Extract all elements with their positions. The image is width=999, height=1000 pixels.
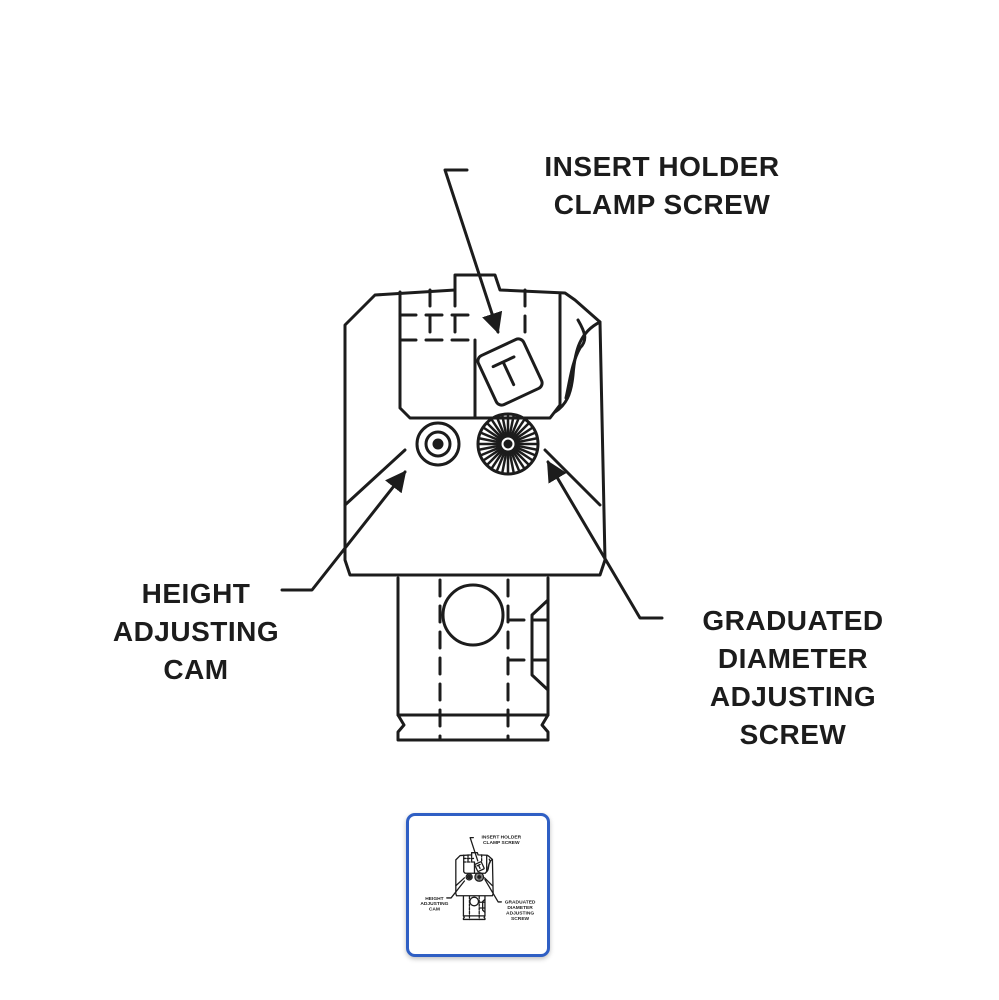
svg-text:INSERT HOLDER: INSERT HOLDER (544, 151, 779, 182)
svg-text:INSERT HOLDER: INSERT HOLDER (481, 834, 521, 840)
insert-pocket-edge-inner (486, 858, 491, 872)
hidden-lines-head (398, 288, 527, 342)
shank (396, 576, 550, 742)
svg-text:ADJUSTING: ADJUSTING (420, 901, 448, 907)
svg-text:CLAMP SCREW: CLAMP SCREW (554, 189, 771, 220)
label-graduated-diameter-adjusting-screw: GRADUATED DIAMETER ADJUSTING SCREW (702, 605, 883, 750)
svg-text:DIAMETER: DIAMETER (718, 643, 868, 674)
svg-text:CLAMP SCREW: CLAMP SCREW (483, 840, 520, 846)
svg-text:ADJUSTING: ADJUSTING (506, 911, 534, 917)
thumbnail-preview: INSERT HOLDER CLAMP SCREW HEIGHT ADJUSTI… (420, 834, 536, 922)
label-height-adjusting-cam: HEIGHT ADJUSTING CAM (113, 578, 279, 685)
insert-holder-clamp-screw (474, 861, 485, 873)
shank-hidden-lines (438, 578, 550, 742)
shank-set-screw (469, 896, 480, 907)
hidden-lines-head (463, 854, 483, 863)
insert-pocket-edge-inner (564, 318, 587, 400)
insert-holder-block (398, 290, 562, 420)
leader-diameter-screw (546, 460, 664, 620)
head-taper (343, 448, 602, 507)
svg-text:HEIGHT: HEIGHT (142, 578, 251, 609)
svg-text:ADJUSTING: ADJUSTING (113, 616, 279, 647)
svg-text:CAM: CAM (163, 654, 228, 685)
diagram-thumbnail[interactable]: INSERT HOLDER CLAMP SCREW HEIGHT ADJUSTI… (406, 813, 550, 957)
insert-holder-clamp-screw (476, 337, 544, 407)
head-taper (455, 877, 494, 887)
insert-holder-block (463, 854, 488, 874)
svg-text:HEIGHT: HEIGHT (425, 896, 443, 902)
thumb-label-insert-holder-clamp-screw: INSERT HOLDER CLAMP SCREW (481, 834, 521, 845)
svg-text:CAM: CAM (429, 907, 440, 913)
head-body (455, 852, 494, 897)
thumb-label-graduated-diameter-adjusting-screw: GRADUATED DIAMETER ADJUSTING SCREW (505, 900, 536, 922)
svg-text:SCREW: SCREW (511, 916, 530, 922)
graduated-diameter-adjusting-screw (474, 872, 485, 882)
shank-set-screw (441, 583, 505, 647)
svg-text:GRADUATED: GRADUATED (702, 605, 883, 636)
shank-hidden-lines (468, 895, 486, 921)
shank-flat (530, 598, 550, 692)
head-body (343, 273, 607, 577)
label-insert-holder-clamp-screw: INSERT HOLDER CLAMP SCREW (544, 151, 779, 220)
leader-height-cam (280, 470, 407, 592)
shank (462, 895, 486, 921)
graduated-diameter-adjusting-screw (476, 412, 540, 476)
height-adjusting-cam (465, 873, 473, 881)
shank-flat (482, 898, 486, 913)
height-adjusting-cam (415, 421, 461, 467)
tool-head-drawing (280, 168, 664, 742)
svg-text:ADJUSTING: ADJUSTING (710, 681, 876, 712)
insert-pocket-edge (553, 320, 602, 414)
leader-clamp-screw (443, 168, 503, 334)
svg-text:DIAMETER: DIAMETER (507, 905, 533, 911)
svg-text:SCREW: SCREW (740, 719, 847, 750)
thumb-label-height-adjusting-cam: HEIGHT ADJUSTING CAM (420, 896, 448, 913)
svg-text:GRADUATED: GRADUATED (505, 900, 536, 906)
